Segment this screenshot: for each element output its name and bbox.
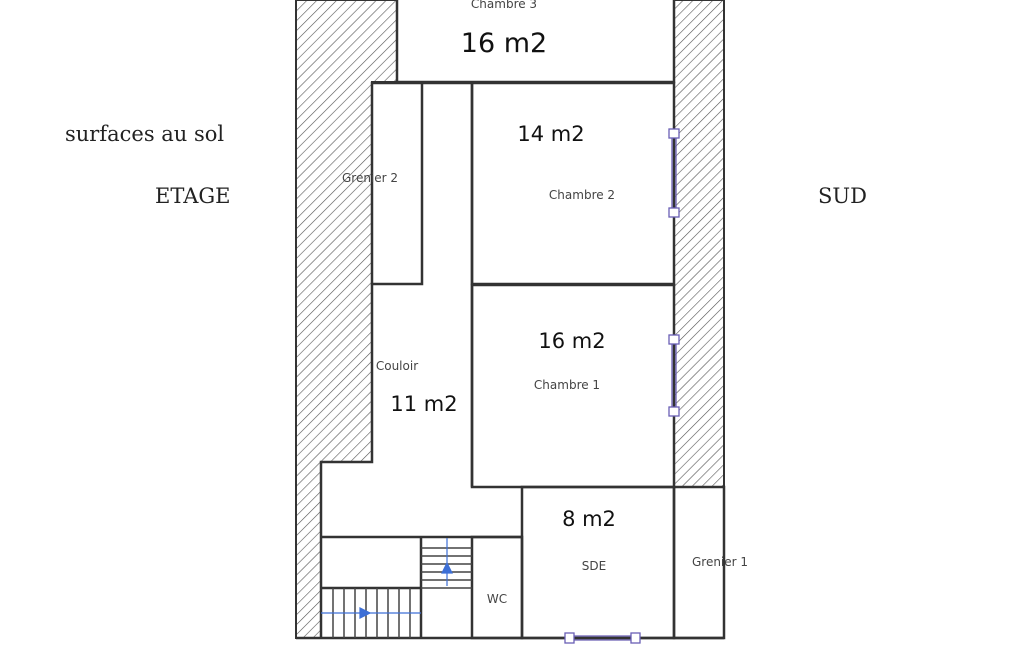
window xyxy=(668,334,680,417)
surfaces-label: surfaces au sol xyxy=(65,122,225,146)
room-chambre-2 xyxy=(470,81,676,286)
room-name: Chambre 2 xyxy=(549,188,615,202)
room-grenier-2 xyxy=(370,81,424,286)
room-name: Chambre 1 xyxy=(534,378,600,392)
stair-arrow-icon xyxy=(321,538,453,619)
room-name: Grenier 2 xyxy=(342,171,398,185)
etage-label: ETAGE xyxy=(155,184,231,208)
right-wall-hatched xyxy=(673,0,725,488)
left-wall-hatched xyxy=(295,0,398,639)
room-area: 16 m2 xyxy=(461,28,547,59)
room-area: 8 m2 xyxy=(562,507,616,531)
room-name: Chambre 3 xyxy=(471,0,537,11)
window xyxy=(668,128,680,218)
window xyxy=(564,632,641,644)
staircase xyxy=(332,547,472,638)
room-area: 14 m2 xyxy=(517,122,584,146)
room-couloir xyxy=(319,284,374,638)
room-area: 16 m2 xyxy=(538,329,605,353)
room-name: Couloir xyxy=(376,359,418,373)
orientation-label: SUD xyxy=(818,184,867,208)
room-wc xyxy=(470,535,524,640)
room-name: WC xyxy=(487,592,507,606)
room-name: Grenier 1 xyxy=(692,555,748,569)
room-name: SDE xyxy=(582,559,606,573)
room-area: 11 m2 xyxy=(390,392,457,416)
